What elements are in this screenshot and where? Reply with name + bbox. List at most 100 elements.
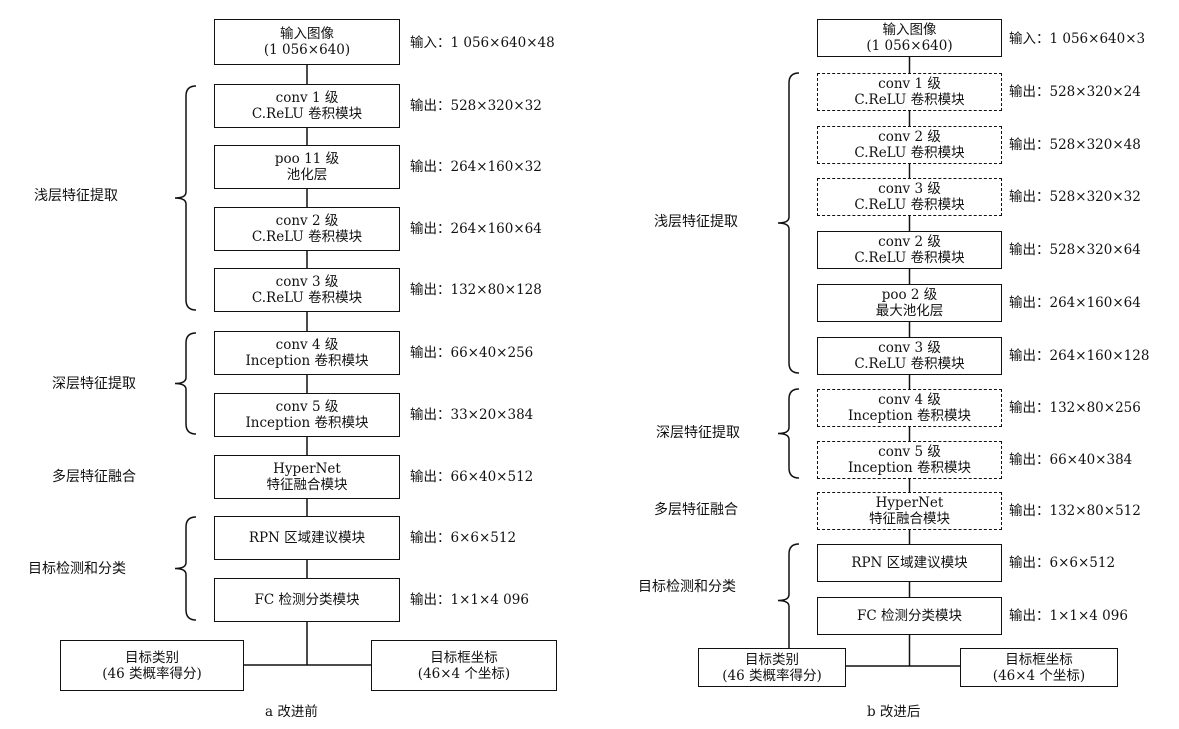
block-title: 目标框坐标 [1005,651,1073,668]
group-label: 深层特征提取 [52,376,136,392]
block-title: conv 5 级 [275,399,339,415]
detect-brace [777,543,800,658]
group-label: 目标检测和分类 [28,561,126,577]
block-title: conv 3 级 [878,340,941,356]
block-title: HyperNet [273,461,341,477]
panel-caption: a 改进前 [265,704,318,720]
input-image-block: 输入图像(1 056×640) [817,19,1002,57]
input-image-block: 输入图像(1 056×640) [214,19,400,65]
layer-block: FC 检测分类模块 [214,578,400,622]
output-shape-label: 输出：33×20×384 [410,407,534,423]
panel-caption: b 改进后 [867,704,921,720]
input-shape-label: 输入：1 056×640×3 [1009,31,1146,47]
layer-block: RPN 区域建议模块 [214,516,400,560]
block-subtitle: C.ReLU 卷积模块 [854,92,965,108]
block-title: FC 检测分类模块 [857,608,962,624]
block-subtitle: (46 类概率得分) [102,665,202,682]
output-shape-label: 输出：132×80×128 [410,282,542,298]
class-result-block: 目标类别(46 类概率得分) [60,640,244,691]
block-subtitle: C.ReLU 卷积模块 [251,290,363,306]
layer-block: poo 11 级池化层 [214,145,400,189]
output-shape-label: 输出：264×160×64 [410,221,542,237]
block-title: conv 2 级 [275,213,339,229]
deep-brace [174,332,197,435]
block-subtitle: (1 056×640) [263,42,351,58]
shallow-brace [174,85,197,311]
group-label: 深层特征提取 [656,425,740,441]
group-label: 多层特征融合 [654,502,738,518]
block-subtitle: (46 类概率得分) [722,667,822,684]
block-title: conv 2 级 [878,234,941,250]
block-subtitle: Inception 卷积模块 [847,408,972,424]
block-title: RPN 区域建议模块 [851,555,968,571]
output-shape-label: 输出：528×320×32 [410,98,542,114]
block-title: HyperNet [875,495,944,511]
layer-block: FC 检测分类模块 [817,597,1002,635]
block-title: conv 3 级 [878,181,941,197]
block-title: conv 2 级 [878,129,941,145]
block-title: RPN 区域建议模块 [248,530,366,546]
layer-block: poo 2 级最大池化层 [817,284,1002,322]
output-shape-label: 输出：66×40×512 [410,469,534,485]
block-title: conv 3 级 [275,274,339,290]
block-title: poo 2 级 [881,287,938,303]
group-label: 浅层特征提取 [34,188,118,204]
output-shape-label: 输出：528×320×24 [1009,84,1141,100]
block-title: 目标类别 [745,651,799,668]
block-subtitle: C.ReLU 卷积模块 [251,229,363,245]
class-result-block: 目标类别(46 类概率得分) [698,648,846,687]
output-shape-label: 输出：1×1×4 096 [410,592,529,608]
block-subtitle: Inception 卷积模块 [847,460,972,476]
block-title: 输入图像 [882,22,937,38]
block-title: conv 1 级 [275,90,339,106]
block-subtitle: C.ReLU 卷积模块 [854,145,965,161]
output-shape-label: 输出：6×6×512 [410,530,517,546]
block-subtitle: (46×4 个坐标) [992,667,1086,684]
output-shape-label: 输出：264×160×32 [410,159,542,175]
output-shape-label: 输出：1×1×4 096 [1009,608,1128,624]
block-title: conv 5 级 [878,444,941,460]
block-subtitle: 特征融合模块 [266,477,348,493]
block-subtitle: Inception 卷积模块 [245,353,369,369]
block-title: 目标框坐标 [430,649,498,666]
output-shape-label: 输出：132×80×512 [1009,503,1141,519]
block-title: poo 11 级 [274,151,340,167]
block-subtitle: C.ReLU 卷积模块 [854,197,965,213]
deep-brace [777,388,800,479]
block-subtitle: (1 056×640) [866,38,953,54]
output-shape-label: 输出：66×40×384 [1009,452,1133,468]
output-shape-label: 输出：528×320×48 [1009,137,1141,153]
output-shape-label: 输出：264×160×64 [1009,295,1141,311]
block-title: conv 1 级 [878,76,941,92]
bbox-result-block: 目标框坐标(46×4 个坐标) [960,648,1118,687]
group-label: 目标检测和分类 [638,579,736,595]
block-subtitle: 最大池化层 [875,303,944,319]
block-title: 输入图像 [280,26,334,42]
output-shape-label: 输出：6×6×512 [1009,555,1116,571]
output-shape-label: 输出：528×320×64 [1009,242,1141,258]
layer-block: RPN 区域建议模块 [817,544,1002,582]
shallow-brace [777,72,800,374]
output-shape-label: 输出：66×40×256 [410,345,534,361]
group-label: 多层特征融合 [52,469,136,485]
block-title: conv 4 级 [275,337,339,353]
block-subtitle: 特征融合模块 [869,511,950,527]
block-subtitle: 池化层 [286,167,328,183]
group-label: 浅层特征提取 [654,214,738,230]
block-title: 目标类别 [125,649,179,666]
